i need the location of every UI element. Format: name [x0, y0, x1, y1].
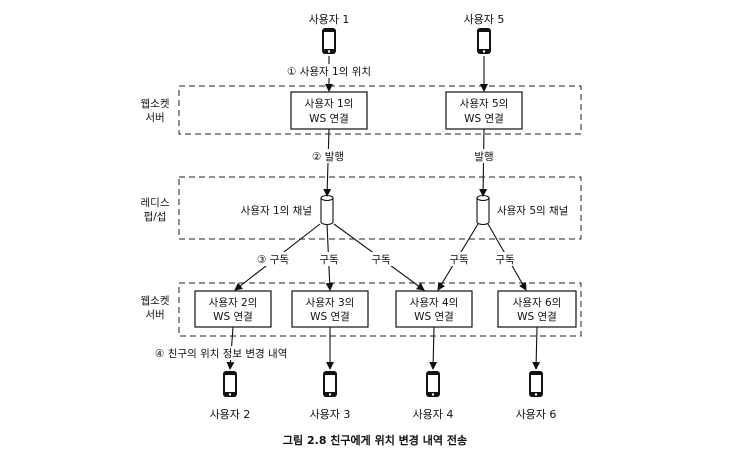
ws-box-user-5-line1: 사용자 5의: [460, 98, 509, 110]
user-2-label: 사용자 2: [210, 408, 251, 421]
ws-box-user-4: [395, 290, 473, 328]
websocket-server-top-label-line2: 서버: [145, 112, 164, 124]
websocket-server-top-label-line1: 웹소켓: [141, 98, 170, 110]
ws-box-user-3: [291, 290, 369, 328]
ws-box-user-3-line2: WS 연결: [310, 311, 350, 323]
user-1-label: 사용자 1: [309, 13, 350, 26]
ws-box-user-6-line2: WS 연결: [517, 311, 557, 323]
channel-user-5-label: 사용자 5의 채널: [497, 205, 568, 217]
redis-label-line2: 펍/섭: [144, 211, 167, 223]
user-4-label: 사용자 4: [413, 408, 454, 421]
ws-box-user-3-line1: 사용자 3의: [306, 297, 355, 309]
phone-icon-user-5: [477, 28, 491, 54]
ws-box-user-4-line2: WS 연결: [414, 311, 454, 323]
step-4-label: ④ 친구의 위치 정보 변경 내역: [155, 347, 287, 360]
phone-icon-user-3: [323, 371, 337, 397]
channel-user-5-icon: [476, 194, 490, 226]
figure-caption: 그림 2.8 친구에게 위치 변경 내역 전송: [283, 433, 467, 447]
ws-box-user-2-line1: 사용자 2의: [209, 297, 258, 309]
arrow-ws4-to-user4: [429, 326, 438, 370]
websocket-server-top-group: [178, 85, 582, 135]
ws-box-user-6-line1: 사용자 6의: [513, 297, 562, 309]
phone-icon-user-1: [322, 28, 336, 54]
user-6-label: 사용자 6: [516, 408, 557, 421]
redis-label-line1: 레디스: [141, 197, 170, 209]
ws-box-user-4-line1: 사용자 4의: [410, 297, 459, 309]
phone-icon-user-2: [223, 371, 237, 397]
ws-box-user-6: [497, 290, 577, 328]
step-3-label: ③ 구독: [257, 254, 289, 266]
subscribe-label-ws4-from-ch1: 구독: [371, 254, 391, 266]
subscribe-label-ws4-from-ch5: 구독: [449, 254, 469, 266]
ws-box-user-1-line1: 사용자 1의: [305, 98, 354, 110]
step-2-label: ② 발행: [312, 151, 344, 163]
channel-user-1-icon: [320, 194, 334, 226]
websocket-server-bottom-group: [178, 282, 582, 337]
redis-pubsub-group: [178, 176, 582, 240]
channel-user-1-label: 사용자 1의 채널: [241, 205, 312, 217]
phone-icon-user-6: [529, 371, 543, 397]
ws-box-user-1-line2: WS 연결: [309, 113, 349, 125]
ws-box-user-2-line2: WS 연결: [213, 311, 253, 323]
user-3-label: 사용자 3: [310, 408, 351, 421]
subscribe-label-ws3: 구독: [319, 254, 339, 266]
websocket-server-bottom-label-line1: 웹소켓: [141, 295, 170, 307]
arrow-ws6-to-user6: [532, 326, 541, 370]
phone-icon-user-4: [426, 371, 440, 397]
user-5-label: 사용자 5: [464, 13, 505, 26]
ws-box-user-5-line2: WS 연결: [464, 113, 504, 125]
ws-box-user-2: [194, 290, 272, 328]
step-1-label: ① 사용자 1의 위치: [287, 65, 371, 78]
subscribe-label-ws6: 구독: [495, 254, 515, 266]
websocket-server-bottom-label-line2: 서버: [145, 309, 164, 321]
publish-5-label: 발행: [474, 151, 493, 163]
